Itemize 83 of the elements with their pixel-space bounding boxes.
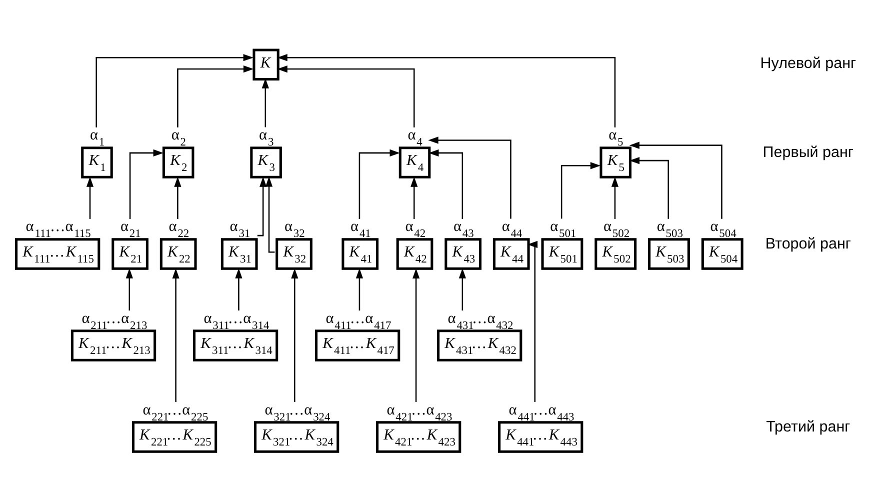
node-label: α$_{321}$…α$_{324}$ xyxy=(264,400,330,423)
node-box: K$_{431}$…K$_{432}$ xyxy=(436,329,522,361)
node-label: α$_{441}$…α$_{443}$ xyxy=(508,400,574,423)
arrow xyxy=(172,268,179,402)
node-label: α$_{41}$ xyxy=(350,218,370,240)
arrow xyxy=(261,78,268,127)
node-box: K$_{5}$ xyxy=(599,146,631,178)
arrow xyxy=(276,54,616,127)
node-box: K$_{1}$ xyxy=(80,146,112,178)
node-box: K$_{2}$ xyxy=(162,146,194,178)
node-label: α$_{2}$ xyxy=(170,126,186,148)
node-label: α$_{421}$…α$_{423}$ xyxy=(386,400,452,423)
arrow xyxy=(560,162,600,218)
node-box: K$_{44}$ xyxy=(492,238,530,270)
arrow xyxy=(95,54,253,127)
node-box: K$_{43}$ xyxy=(444,238,481,270)
arrow xyxy=(234,268,242,310)
node-box: K$_{311}$…K$_{314}$ xyxy=(192,329,278,361)
arrow xyxy=(125,268,132,310)
arrow xyxy=(458,268,466,310)
node-label: α$_{431}$…α$_{432}$ xyxy=(447,309,513,332)
node-box: K$_{22}$ xyxy=(159,238,196,270)
node-box: K$_{21}$ xyxy=(111,238,148,270)
arrow xyxy=(355,268,363,310)
node-box: K$_{111}$…K$_{115}$ xyxy=(14,238,100,270)
node-label: α$_{111}$…α$_{115}$ xyxy=(25,218,90,240)
node-label: α$_{22}$ xyxy=(168,218,189,240)
node-box: K$_{221}$…K$_{225}$ xyxy=(131,420,217,452)
node-label: α$_{5}$ xyxy=(608,126,623,148)
node-box: K xyxy=(252,48,279,80)
node-box: K$_{42}$ xyxy=(396,238,433,270)
node-label: α$_{31}$ xyxy=(229,218,250,240)
arrow xyxy=(264,176,274,252)
node-label: α$_{501}$ xyxy=(550,218,576,240)
label: Первый ранг xyxy=(762,143,854,160)
arrow xyxy=(86,176,94,218)
node-box: K$_{3}$ xyxy=(250,146,282,178)
arrow xyxy=(176,64,254,127)
node-label: α$_{211}$…α$_{213}$ xyxy=(81,309,147,332)
node-label: α$_{411}$…α$_{417}$ xyxy=(325,309,391,332)
arrow xyxy=(412,268,420,402)
node-label: α$_{21}$ xyxy=(120,218,140,240)
node-box: K$_{421}$…K$_{423}$ xyxy=(376,420,461,452)
node-label: α$_{42}$ xyxy=(404,218,426,240)
node-label: α$_{311}$…α$_{314}$ xyxy=(203,309,269,332)
arrow xyxy=(290,268,298,402)
node-box: K$_{503}$ xyxy=(648,238,690,270)
node-label: α$_{502}$ xyxy=(603,218,630,240)
node-box: K$_{4}$ xyxy=(398,146,430,178)
arrow xyxy=(428,136,511,218)
node-label: α$_{4}$ xyxy=(407,126,422,148)
node-box: K$_{31}$ xyxy=(220,238,258,270)
arrow xyxy=(410,176,418,218)
label: Второй ранг xyxy=(764,234,850,252)
node-box: K$_{321}$…K$_{324}$ xyxy=(253,420,339,452)
node-label: α$_{44}$ xyxy=(501,218,522,240)
node-label: α$_{43}$ xyxy=(453,218,474,240)
arrow xyxy=(174,176,181,218)
node-box: K$_{441}$…K$_{443}$ xyxy=(498,420,583,452)
node-box: K$_{32}$ xyxy=(275,238,312,270)
node-label: α$_{221}$…α$_{225}$ xyxy=(142,400,208,423)
node-box: K$_{501}$ xyxy=(540,238,583,270)
node-box: K$_{411}$…K$_{417}$ xyxy=(314,329,400,361)
node-box: K$_{502}$ xyxy=(594,238,636,270)
node-box: K$_{211}$…K$_{213}$ xyxy=(70,329,156,361)
node-box: K$_{504}$ xyxy=(700,238,743,270)
node-box: K$_{41}$ xyxy=(341,238,378,270)
node-label: α$_{503}$ xyxy=(656,218,682,240)
arrow xyxy=(256,176,266,236)
node-label: α$_{32}$ xyxy=(284,218,304,240)
arrow xyxy=(276,64,414,127)
arrow xyxy=(526,240,538,402)
node-label: α$_{504}$ xyxy=(710,218,736,240)
arrow xyxy=(358,148,400,218)
label: Нулевой ранг xyxy=(760,54,856,72)
node-label: α$_{3}$ xyxy=(258,126,274,148)
arrow xyxy=(428,148,463,218)
arrow xyxy=(128,148,163,218)
arrow xyxy=(610,176,618,218)
arrow xyxy=(628,156,668,218)
label: Третий ранг xyxy=(766,418,850,435)
node-label: α$_{1}$ xyxy=(90,126,104,148)
arrow xyxy=(628,141,722,218)
